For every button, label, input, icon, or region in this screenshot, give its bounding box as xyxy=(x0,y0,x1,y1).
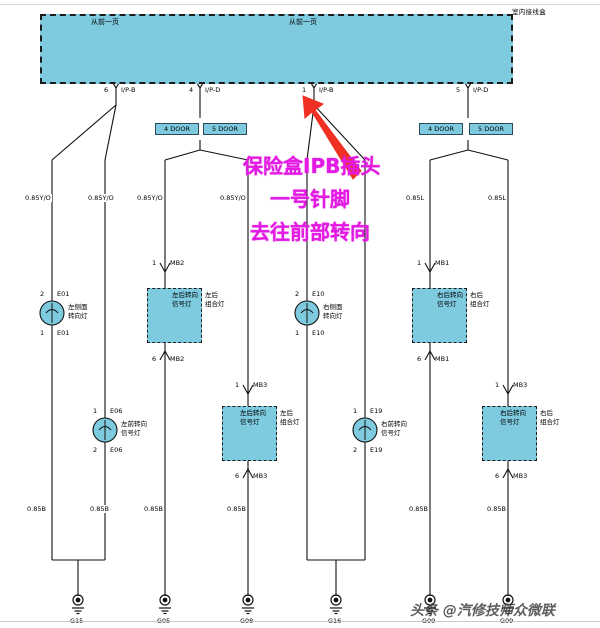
lamp-mb1-pin-top: 1 xyxy=(417,259,422,267)
wire-label-upper-6: 0.85L xyxy=(487,194,508,202)
assembly-mb3l-line2: 组合灯 xyxy=(280,418,300,426)
lamp-e19-pin-top: 1 xyxy=(353,407,358,415)
lamp-mb2-pin-bottom: 6 xyxy=(152,355,157,363)
lamp-mb3r-name-line1: 右后转向 xyxy=(500,409,526,417)
lamp-e19-connector-bottom: E19 xyxy=(370,446,383,454)
pin-code-3: I/P-B xyxy=(319,86,334,94)
wire-label-lower-5: 0.85B xyxy=(408,505,429,513)
assembly-mb3r-line1: 右后 xyxy=(540,409,553,417)
wire-label-lower-3: 0.85B xyxy=(143,505,164,513)
pin-code-4: I/P-D xyxy=(473,86,489,94)
assembly-mb1-line2: 组合灯 xyxy=(470,300,490,308)
pin-number-1: 6 xyxy=(104,86,109,94)
lamp-mb3l-name-line1: 左后转向 xyxy=(240,409,266,417)
wire-label-upper-1: 0.85Y/O xyxy=(24,194,52,202)
pin-code-1: I/P-B xyxy=(121,86,136,94)
lamp-e06-name-line2: 信号灯 xyxy=(121,429,141,437)
assembly-box-mb1 xyxy=(412,288,467,343)
annotation-line-1: 保险盒IPB插头 xyxy=(243,154,381,178)
lamp-mb2-name-line1: 左后转向 xyxy=(172,291,198,299)
lamp-mb3r-connector-top: MB3 xyxy=(513,381,528,389)
lamp-e19-name-line2: 信号灯 xyxy=(381,429,401,437)
wire-label-lower-2: 0.85B xyxy=(89,505,110,513)
assembly-box-mb3-right xyxy=(482,406,537,461)
assembly-mb1-line1: 右后 xyxy=(470,291,483,299)
annotation-line-3: 去往前部转向 xyxy=(250,220,370,244)
interior-junction-box-label: 室内接线盒 xyxy=(512,8,546,16)
red-arrow-annotation xyxy=(302,95,362,180)
door-tag-4-right: 4 DOOR xyxy=(419,123,463,135)
lamp-mb3r-pin-top: 1 xyxy=(495,381,500,389)
lamp-mb1-name-line2: 信号灯 xyxy=(437,300,457,308)
assembly-mb3r-line2: 组合灯 xyxy=(540,418,560,426)
door-tag-4-left: 4 DOOR xyxy=(155,123,199,135)
lamp-e10-name-line2: 转向灯 xyxy=(323,312,343,320)
lamp-e01-name-line1: 左侧面 xyxy=(68,303,88,311)
lamp-mb2-connector-bottom: MB2 xyxy=(170,355,185,363)
pin-number-3: 1 xyxy=(302,86,307,94)
wire-label-lower-1: 0.85B xyxy=(26,505,47,513)
lamp-e19-pin-bottom: 2 xyxy=(353,446,358,454)
lamp-mb2-connector-top: MB2 xyxy=(170,259,185,267)
lamp-mb3l-connector-top: MB3 xyxy=(253,381,268,389)
wire-label-upper-5: 0.85L xyxy=(405,194,426,202)
lamp-e06-connector-bottom: E06 xyxy=(110,446,123,454)
lamp-e01-pin-top: 2 xyxy=(40,290,45,298)
wire-label-lower-6: 0.85B xyxy=(486,505,507,513)
lamp-mb2-pin-top: 1 xyxy=(152,259,157,267)
assembly-box-mb2 xyxy=(147,288,202,343)
lamp-e19-connector-top: E19 xyxy=(370,407,383,415)
pin-code-2: I/P-D xyxy=(205,86,221,94)
door-tag-5-right: 5 DOOR xyxy=(469,123,513,135)
lamp-e01-connector-bottom: E01 xyxy=(57,329,70,337)
wire-label-upper-2: 0.85Y/O xyxy=(87,194,115,202)
assembly-box-mb3-left xyxy=(222,406,277,461)
lamp-e06-pin-top: 1 xyxy=(93,407,98,415)
lamp-mb3r-pin-bottom: 6 xyxy=(495,472,500,480)
lamp-e06-name-line1: 左前转向 xyxy=(121,420,147,428)
lamp-e10-connector-top: E10 xyxy=(312,290,325,298)
lamp-mb3r-name-line2: 信号灯 xyxy=(500,418,520,426)
lamp-e01-connector-top: E01 xyxy=(57,290,70,298)
pin-number-4: 5 xyxy=(456,86,461,94)
lamp-e10-name-line1: 右侧面 xyxy=(323,303,343,311)
lamp-mb2-name-line2: 信号灯 xyxy=(172,300,192,308)
interior-junction-box xyxy=(40,14,513,84)
lamp-mb3l-connector-bottom: MB3 xyxy=(253,472,268,480)
lamp-e10-pin-top: 2 xyxy=(295,290,300,298)
assembly-mb2-line2: 组合灯 xyxy=(205,300,225,308)
lamp-mb3l-pin-top: 1 xyxy=(235,381,240,389)
lamp-mb3r-connector-bottom: MB3 xyxy=(513,472,528,480)
bottom-divider xyxy=(0,621,600,622)
lamp-mb1-pin-bottom: 6 xyxy=(417,355,422,363)
annotation-line-2: 一号针脚 xyxy=(270,187,350,211)
lamp-mb1-connector-top: MB1 xyxy=(435,259,450,267)
assembly-mb2-line1: 左后 xyxy=(205,291,218,299)
lamp-mb3l-pin-bottom: 6 xyxy=(235,472,240,480)
lamp-e06-pin-bottom: 2 xyxy=(93,446,98,454)
assembly-mb3l-line1: 左后 xyxy=(280,409,293,417)
lamp-mb1-connector-bottom: MB1 xyxy=(435,355,450,363)
wire-label-upper-3: 0.85Y/O xyxy=(136,194,164,202)
door-tag-5-left: 5 DOOR xyxy=(203,123,247,135)
lamp-e19-name-line1: 右前转向 xyxy=(381,420,407,428)
lamp-e10-connector-bottom: E10 xyxy=(312,329,325,337)
wire-label-upper-4: 0.85Y/O xyxy=(219,194,247,202)
wire-label-lower-4: 0.85B xyxy=(226,505,247,513)
top-divider xyxy=(0,4,600,5)
lamp-e06-connector-top: E06 xyxy=(110,407,123,415)
lamp-e01-name-line2: 转向灯 xyxy=(68,312,88,320)
lamp-e10-pin-bottom: 1 xyxy=(295,329,300,337)
lamp-mb3l-name-line2: 信号灯 xyxy=(240,418,260,426)
from-previous-page-right: 从前一页 xyxy=(289,18,317,26)
from-previous-page-left: 从前一页 xyxy=(91,18,119,26)
watermark: 头条 @汽修技师众微联 xyxy=(410,603,555,619)
lamp-mb1-name-line1: 右后转向 xyxy=(437,291,463,299)
lamp-e01-pin-bottom: 1 xyxy=(40,329,45,337)
pin-number-2: 4 xyxy=(189,86,194,94)
